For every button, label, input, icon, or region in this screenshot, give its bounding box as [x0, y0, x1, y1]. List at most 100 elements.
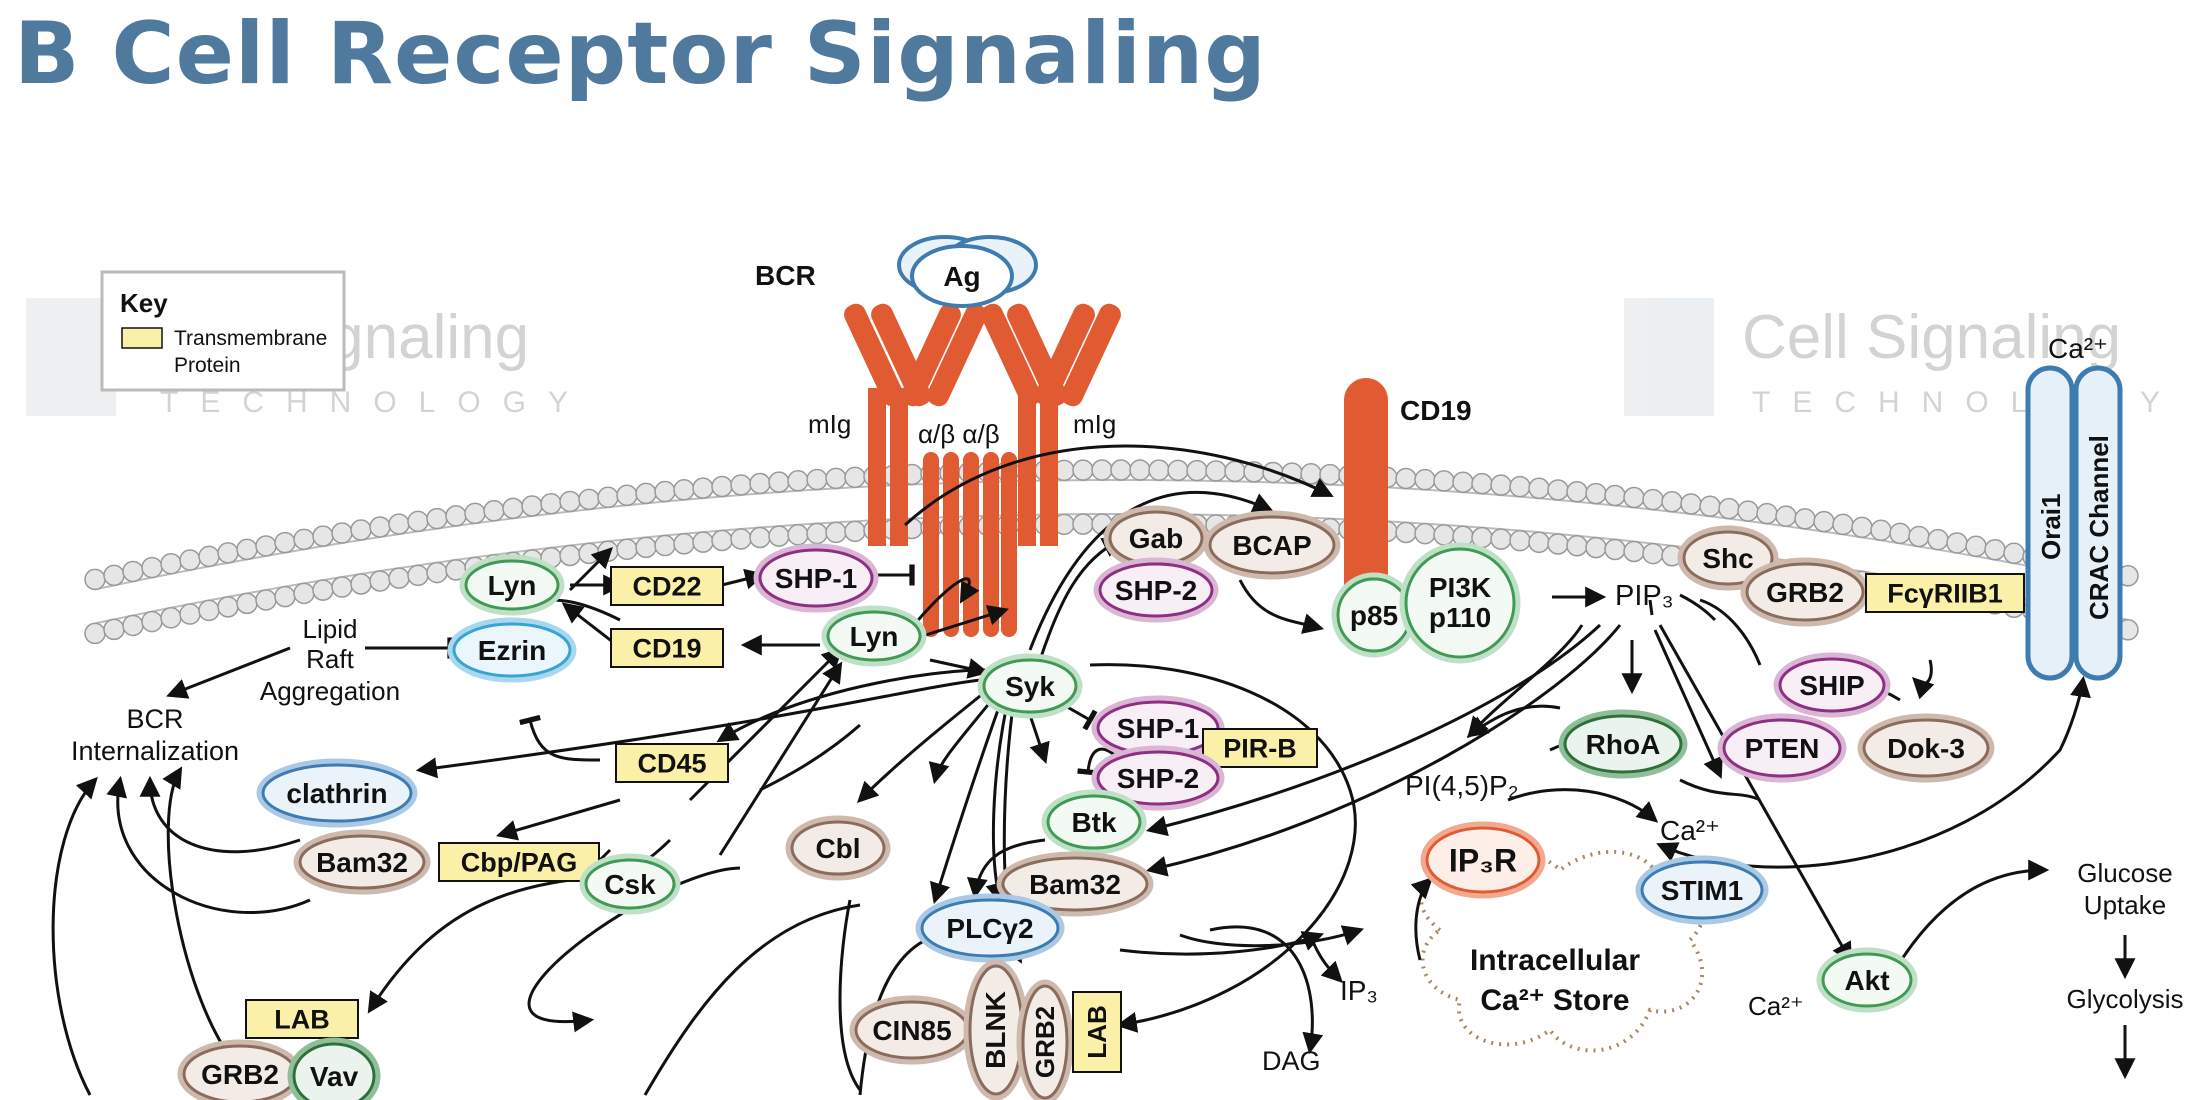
- intracellular-ca-store: [1419, 849, 1707, 1053]
- syk-node: Syk: [977, 653, 1083, 719]
- svg-text:Dok-3: Dok-3: [1887, 733, 1965, 764]
- akt-node: Akt: [1816, 947, 1918, 1013]
- store-label-2: Ca²⁺ Store: [1480, 984, 1629, 1017]
- vav-node: Vav: [287, 1037, 381, 1100]
- svg-text:Syk: Syk: [1005, 671, 1055, 702]
- svg-text:SHIP: SHIP: [1799, 670, 1864, 701]
- shp2-mid-node: SHP-2: [1091, 745, 1225, 811]
- ca-mid-label: Ca²⁺: [1660, 815, 1720, 846]
- stim1-node: STIM1: [1635, 855, 1769, 925]
- svg-text:Shc: Shc: [1702, 543, 1753, 574]
- svg-text:CD22: CD22: [632, 572, 701, 602]
- svg-text:LAB: LAB: [1082, 1005, 1112, 1058]
- ezrin-node: Ezrin: [447, 617, 577, 683]
- alpha-beta-label: α/β α/β: [918, 419, 1000, 449]
- glucose-label-2: Uptake: [2084, 890, 2166, 920]
- lipid-raft-label-1: Lipid: [303, 614, 358, 644]
- plcg2-node: PLCγ2: [915, 893, 1065, 963]
- svg-text:SHP-1: SHP-1: [775, 563, 857, 594]
- svg-text:Transmembrane: Transmembrane: [174, 327, 327, 350]
- svg-text:Lyn: Lyn: [488, 570, 537, 601]
- grb2-vert-node: GRB2: [1016, 979, 1074, 1100]
- svg-text:p110: p110: [1429, 602, 1491, 633]
- ca-low-label: Ca²⁺: [1748, 991, 1804, 1021]
- svg-text:PI3K: PI3K: [1429, 572, 1491, 603]
- cin85-node: CIN85: [849, 995, 975, 1065]
- svg-text:Gab: Gab: [1129, 523, 1183, 554]
- svg-text:IP₃R: IP₃R: [1449, 843, 1517, 879]
- ca-top-label: Ca²⁺: [2048, 333, 2108, 364]
- lipid-raft-label-3: Aggregation: [260, 676, 400, 706]
- svg-text:Ag: Ag: [943, 261, 980, 292]
- svg-text:Akt: Akt: [1844, 965, 1889, 996]
- pten-node: PTEN: [1717, 713, 1847, 783]
- pip3-label: PIP₃: [1615, 580, 1674, 612]
- svg-text:Bam32: Bam32: [316, 847, 408, 878]
- lyn-top-node: Lyn: [459, 554, 565, 616]
- svg-text:Csk: Csk: [604, 869, 656, 900]
- svg-text:STIM1: STIM1: [1661, 875, 1743, 906]
- lab-right-box: LAB: [1072, 991, 1122, 1073]
- cd22-box: CD22: [610, 566, 724, 606]
- svg-text:FcγRIIB1: FcγRIIB1: [1887, 579, 2003, 609]
- bcr-label: BCR: [755, 260, 816, 291]
- grb2-right-node: GRB2: [1740, 557, 1870, 627]
- cd19-box: CD19: [610, 628, 724, 668]
- bam32-mid-node: Bam32: [996, 851, 1154, 917]
- antigen: Ag: [897, 235, 1038, 308]
- svg-text:Cell Signaling: Cell Signaling: [1742, 303, 2121, 372]
- cd19-receptor: [1344, 378, 1388, 630]
- svg-text:Btk: Btk: [1071, 807, 1117, 838]
- ship-node: SHIP: [1773, 652, 1891, 718]
- svg-text:Lyn: Lyn: [850, 621, 899, 652]
- pi45p2-label: PI(4,5)P₂: [1405, 770, 1519, 801]
- cd19-receptor-label: CD19: [1400, 395, 1472, 426]
- key-swatch: [121, 327, 163, 349]
- mig-right-label: mIg: [1073, 409, 1116, 439]
- bcr-internalization-label-1: BCR: [126, 704, 183, 734]
- svg-text:CRAC Channel: CRAC Channel: [2084, 435, 2114, 620]
- svg-text:LAB: LAB: [274, 1005, 330, 1035]
- svg-text:Cbl: Cbl: [815, 833, 860, 864]
- svg-text:p85: p85: [1350, 600, 1398, 631]
- shp2-top-node: SHP-2: [1093, 557, 1219, 623]
- svg-text:CIN85: CIN85: [872, 1015, 951, 1046]
- svg-text:BCAP: BCAP: [1232, 530, 1311, 561]
- rhoa-node: RhoA: [1558, 709, 1688, 779]
- glycolysis-label: Glycolysis: [2066, 984, 2183, 1014]
- orai1-crac-channel: Orai1 CRAC Channel: [2025, 365, 2123, 681]
- svg-text:SHP-2: SHP-2: [1115, 575, 1197, 606]
- shc-node: Shc: [1677, 525, 1779, 591]
- svg-text:clathrin: clathrin: [286, 778, 387, 809]
- svg-text:PLCγ2: PLCγ2: [946, 913, 1033, 944]
- gab-node: Gab: [1103, 505, 1209, 571]
- svg-text:GRB2: GRB2: [201, 1059, 279, 1090]
- shp1-mid-node: SHP-1: [1091, 695, 1225, 761]
- svg-text:CD45: CD45: [637, 749, 706, 779]
- svg-text:RhoA: RhoA: [1586, 729, 1661, 760]
- p85-node: p85: [1331, 572, 1417, 658]
- ip3r-node: IP₃R: [1420, 821, 1546, 899]
- cell-membrane: [84, 459, 2139, 645]
- svg-text:CD19: CD19: [632, 634, 701, 664]
- grb2-left-node: GRB2: [177, 1039, 303, 1100]
- svg-text:Ezrin: Ezrin: [478, 635, 546, 666]
- svg-text:Cbp/PAG: Cbp/PAG: [461, 848, 578, 878]
- store-label-1: Intracellular: [1470, 944, 1640, 977]
- svg-text:BLNK: BLNK: [980, 991, 1011, 1069]
- dok3-node: Dok-3: [1857, 713, 1995, 783]
- key-heading: Key: [120, 288, 168, 318]
- bcr-receptor: [844, 303, 1121, 637]
- svg-text:SHP-2: SHP-2: [1117, 763, 1199, 794]
- fcgr-box: FcγRIIB1: [1865, 573, 2025, 613]
- clathrin-node: clathrin: [256, 758, 418, 828]
- bam32-left-node: Bam32: [293, 829, 431, 895]
- dag-label: DAG: [1262, 1046, 1321, 1076]
- lab-left-box: LAB: [245, 999, 359, 1039]
- legend-key: Key Transmembrane Protein: [100, 270, 346, 392]
- btk-node: Btk: [1041, 789, 1147, 855]
- cbp-box: Cbp/PAG: [438, 842, 600, 882]
- page-title: B Cell Receptor Signaling: [14, 4, 1267, 104]
